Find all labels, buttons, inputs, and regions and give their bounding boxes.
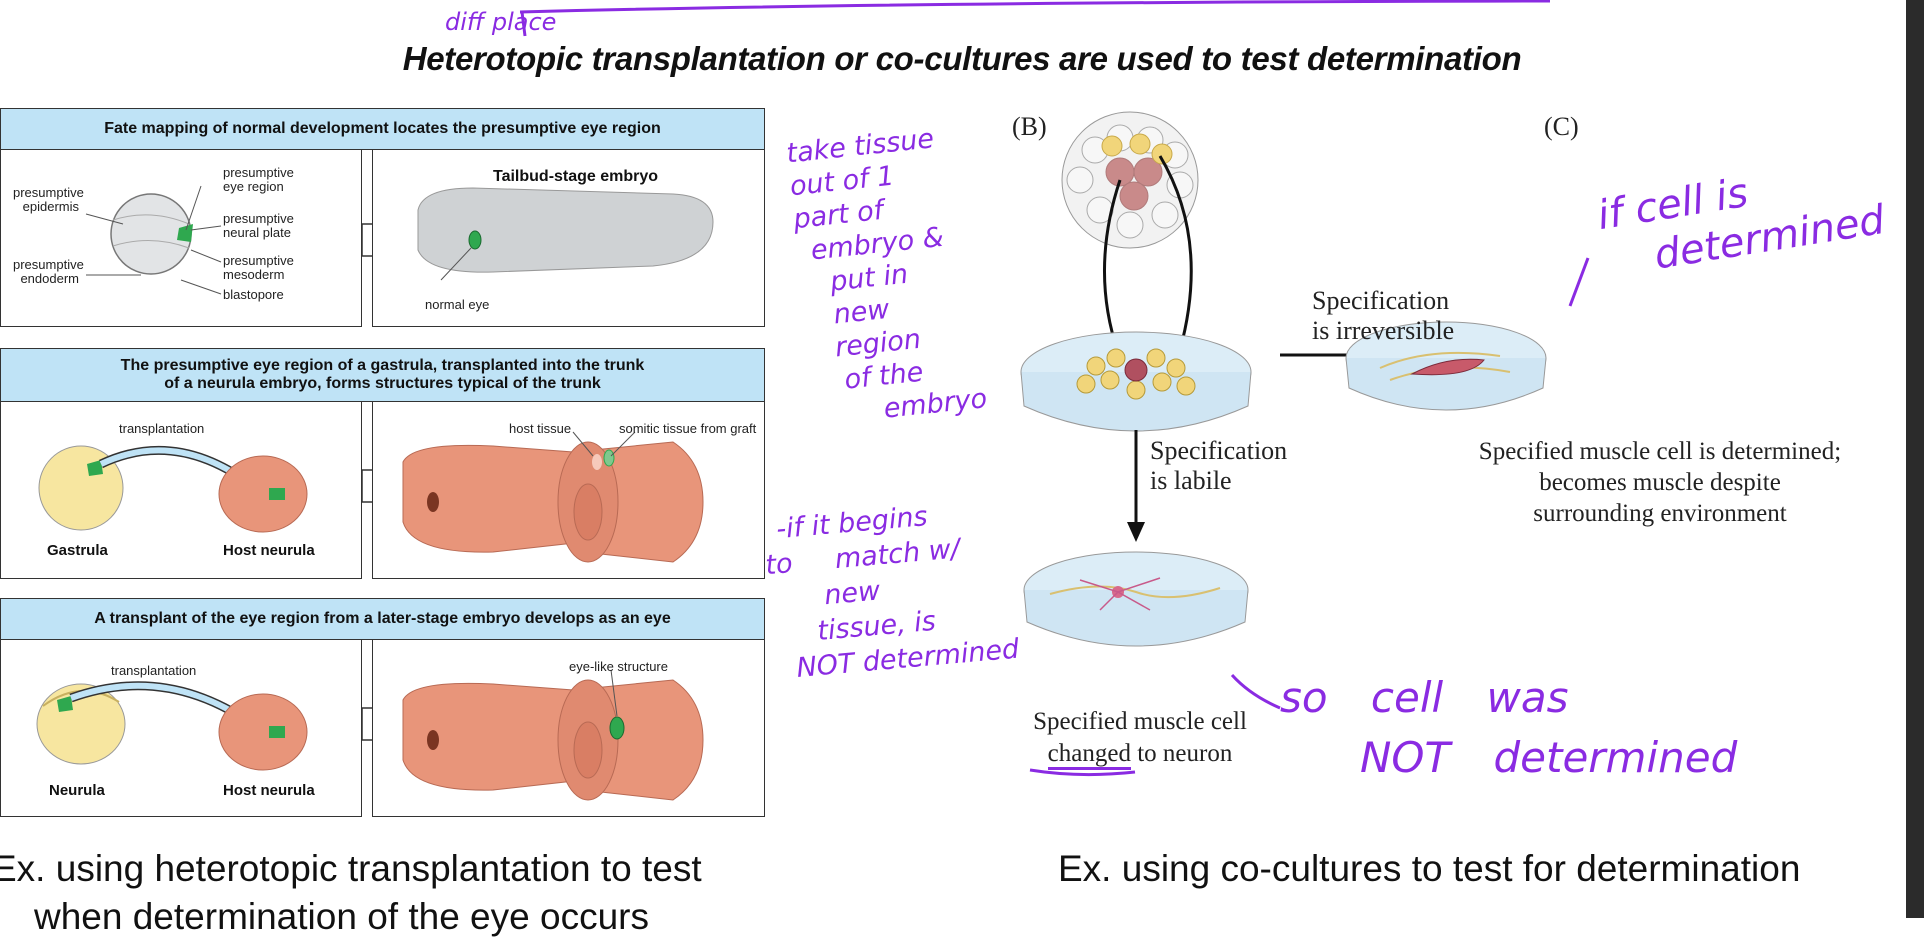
- label-presumptive-epidermis: presumptive epidermis: [13, 185, 84, 214]
- spec-irreversible-line1: Specification: [1312, 286, 1450, 315]
- panel2-transplantation-label: transplantation: [119, 421, 205, 436]
- left-caption-line2: when determination of the eye occurs: [34, 896, 649, 937]
- label-presumptive-eye-region: presumptive eye region: [223, 165, 294, 194]
- panel2-header-line1: The presumptive eye region of a gastrula…: [120, 357, 645, 374]
- gastrula-fate-map-diagram: [85, 185, 222, 295]
- panel2-header-line2: of a neurula embryo, forms structures ty…: [164, 375, 601, 392]
- panel1-left-box: presumptive epidermis presumptive endode…: [0, 149, 362, 327]
- label-b: (B): [1012, 112, 1047, 141]
- label-c: (C): [1544, 112, 1579, 141]
- panel1-header: Fate mapping of normal development locat…: [0, 108, 765, 150]
- right-caption: Ex. using co-cultures to test for determ…: [1058, 848, 1801, 889]
- determined-caption: Specified muscle cell is determined; bec…: [1440, 436, 1880, 529]
- determined-line3: surrounding environment: [1533, 500, 1787, 527]
- neurula-transplant-diagram: [36, 681, 308, 771]
- changed-rest: to neuron: [1130, 740, 1233, 767]
- spec-labile-line1: Specification: [1150, 436, 1288, 465]
- changed-line2: changed to neuron: [1010, 738, 1270, 770]
- annotation-layer: [519, 0, 1590, 777]
- panel3-header: A transplant of the eye region from a la…: [0, 598, 765, 640]
- panel3-host-label: Host neurula: [223, 782, 315, 799]
- spec-labile-line2: is labile: [1150, 466, 1232, 495]
- panel3-left-box: transplantation Neurula Host neurula: [0, 639, 362, 817]
- note-line: to: [764, 547, 794, 582]
- panel2-donor-label: Gastrula: [47, 542, 108, 559]
- label-normal-eye: normal eye: [425, 297, 490, 312]
- label-host-tissue: host tissue: [509, 421, 572, 436]
- label-presumptive-endoderm: presumptive endoderm: [13, 257, 84, 286]
- tailbud-embryo-diagram: [417, 187, 714, 281]
- changed-caption: Specified muscle cell changed to neuron: [1010, 706, 1270, 770]
- panel3-right-box: eye-like structure: [372, 639, 765, 817]
- spec-labile-label: Specification is labile: [1150, 436, 1287, 496]
- note-line: so cell was: [1280, 673, 1569, 722]
- label-somitic-tissue: somitic tissue from graft: [619, 421, 757, 436]
- changed-line1: Specified muscle cell: [1033, 708, 1247, 735]
- tailbud-stage-title: Tailbud-stage embryo: [493, 168, 659, 185]
- panel2-left-box: transplantation Gastrula Host neurula: [0, 401, 362, 579]
- eye-like-structure-diagram: [402, 669, 704, 801]
- label-blastopore: blastopore: [223, 287, 284, 302]
- left-caption-line1: Ex. using heterotopic transplantation to…: [0, 848, 702, 889]
- changed-word: changed: [1047, 740, 1131, 770]
- panel2-right-box: host tissue somitic tissue from graft: [372, 401, 765, 579]
- handwritten-notes-left: take tissue out of 1 part of embryo & pu…: [785, 120, 989, 433]
- determined-line1: Specified muscle cell is determined;: [1478, 438, 1842, 465]
- label-presumptive-neural-plate: presumptive neural plate: [223, 211, 294, 240]
- window-scrollbar[interactable]: [1906, 0, 1924, 918]
- panel3-transplantation-label: transplantation: [111, 663, 197, 678]
- page-title: Heterotopic transplantation or co-cultur…: [402, 40, 1522, 77]
- handwritten-note-top: diff place: [445, 8, 557, 36]
- panel3-donor-label: Neurula: [49, 782, 105, 799]
- panel1-right-box: Tailbud-stage embryo normal eye: [372, 149, 765, 327]
- co-culture-diagram: [1020, 111, 1547, 647]
- gastrula-transplant-diagram: [38, 445, 308, 533]
- note-line: NOT determined: [1360, 733, 1738, 782]
- panel2-host-label: Host neurula: [223, 542, 315, 559]
- determined-line2: becomes muscle despite: [1539, 469, 1781, 496]
- spec-irreversible-label: Specification is irreversible: [1312, 286, 1454, 346]
- label-eye-like-structure: eye-like structure: [569, 659, 668, 674]
- trunk-section-diagram: [402, 431, 704, 563]
- label-presumptive-mesoderm: presumptive mesoderm: [223, 253, 294, 282]
- handwritten-notes-bottom-right: so cell was NOT determined: [1280, 668, 1737, 788]
- panel2-header: The presumptive eye region of a gastrula…: [0, 348, 765, 402]
- spec-irreversible-line2: is irreversible: [1312, 316, 1455, 345]
